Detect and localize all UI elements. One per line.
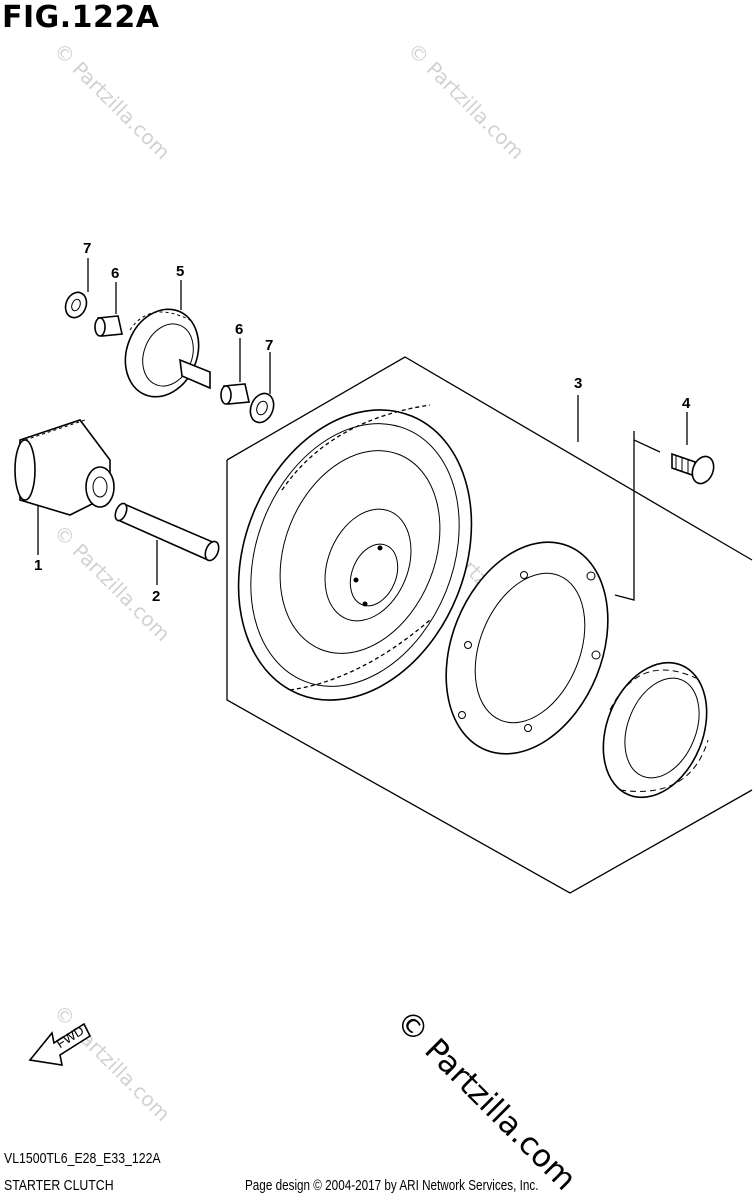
assembly-outline bbox=[226, 356, 753, 894]
model-code: VL1500TL6_E28_E33_122A bbox=[4, 1150, 161, 1167]
washer-part-7-a[interactable] bbox=[62, 289, 90, 321]
callout-6: 6 bbox=[235, 321, 243, 338]
figure-title: FIG.122A bbox=[2, 0, 160, 35]
callout-2: 2 bbox=[152, 588, 160, 605]
starter-clutch-gear-part-3[interactable] bbox=[197, 375, 513, 736]
callout-1: 1 bbox=[34, 557, 42, 574]
bushing-part-6-b[interactable] bbox=[220, 383, 250, 405]
copyright-text: Page design © 2004-2017 by ARI Network S… bbox=[245, 1177, 539, 1194]
one-way-clutch[interactable] bbox=[584, 647, 725, 813]
leader-lines bbox=[37, 258, 688, 585]
callout-4: 4 bbox=[682, 395, 691, 412]
shaft-part-2[interactable] bbox=[113, 502, 221, 563]
fwd-arrow-icon: FWD bbox=[28, 1023, 92, 1066]
bolt-part-4[interactable] bbox=[671, 452, 718, 486]
callout-5: 5 bbox=[176, 263, 184, 280]
section-name: STARTER CLUTCH bbox=[4, 1177, 114, 1194]
callout-3: 3 bbox=[574, 375, 582, 392]
clutch-housing-ring[interactable] bbox=[416, 518, 637, 778]
callout-7: 7 bbox=[265, 337, 273, 354]
idler-gear-part-5[interactable] bbox=[113, 298, 212, 408]
starter-gear-part-1[interactable] bbox=[14, 419, 115, 516]
washer-part-7-b[interactable] bbox=[246, 390, 278, 426]
bushing-part-6-a[interactable] bbox=[94, 315, 123, 337]
callout-7: 7 bbox=[83, 240, 91, 257]
callout-6: 6 bbox=[111, 265, 119, 282]
